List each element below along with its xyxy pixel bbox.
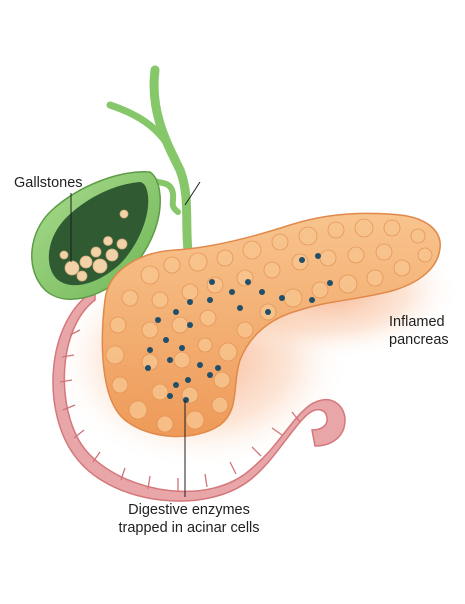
- inflamed-pancreas-line-2: pancreas: [389, 332, 449, 348]
- hepatic-duct-branch: [106, 101, 182, 169]
- bile-duct: [149, 65, 193, 255]
- inflamed-pancreas-line-1: Inflamed: [389, 314, 445, 330]
- duodenum: [52, 288, 346, 502]
- enzyme-dots: [145, 253, 333, 403]
- digestive-enzymes-line-2: trapped in acinar cells: [118, 520, 260, 536]
- pancreas-lobules: [105, 218, 433, 433]
- duct-leader-line: [184, 181, 201, 206]
- duodenum-folds: [59, 329, 301, 491]
- gallstones-label: Gallstones: [14, 174, 83, 192]
- gallstones: [59, 209, 129, 282]
- gallbladder-interior: [48, 182, 149, 286]
- inflamed-pancreas-label: Inflamed pancreas: [389, 313, 449, 349]
- digestive-enzymes-line-1: Digestive enzymes: [128, 502, 250, 518]
- gallstones-label-text: Gallstones: [14, 175, 83, 191]
- digestive-enzymes-label: Digestive enzymes trapped in acinar cell…: [104, 501, 274, 537]
